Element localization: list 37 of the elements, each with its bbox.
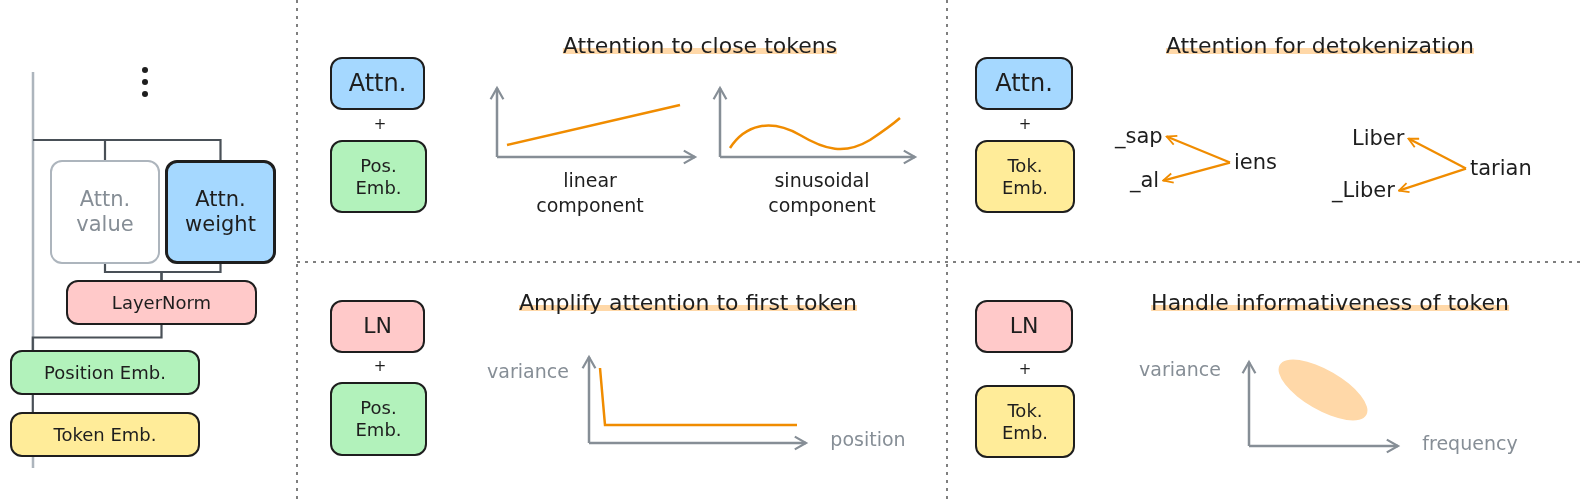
arrow [1407,137,1467,170]
chart-caption: linear component [535,168,645,218]
connector-line [31,395,34,412]
block-box: LayerNorm [66,280,257,325]
plus-sign: + [1018,115,1032,133]
block-box: Pos. Emb. [330,382,427,456]
token-text: _al [1130,168,1160,194]
axis-label: frequency [1422,432,1518,454]
block-box: Tok. Emb. [975,385,1075,458]
plus-sign: + [373,115,387,133]
plus-sign: + [1018,360,1032,378]
arrow [1162,161,1231,184]
block-box: Token Emb. [10,412,200,457]
connector-line [160,264,222,280]
connector-line [33,138,222,160]
connector-line [31,325,163,350]
axis-label: variance [487,360,569,382]
block-box: Attn. value [50,160,160,264]
axis-label: position [830,428,906,450]
token-text: Liber [1352,126,1405,152]
block-box: Attn. [330,57,425,110]
arrow [1165,134,1231,164]
block-box: Attn. [975,57,1073,110]
block-box: Pos. Emb. [330,140,427,213]
block-box: Attn. weight [165,160,276,264]
block-box: Position Emb. [10,350,200,395]
chart-caption: sinusoidal component [767,168,877,218]
token-text: _sap [1115,124,1163,150]
block-box: Tok. Emb. [975,140,1075,213]
axis-label: variance [1139,358,1221,380]
token-text: _Liber [1332,178,1395,204]
block-box: LN [975,300,1073,353]
token-text: iens [1234,150,1277,176]
arrow [1398,167,1467,194]
block-box: LN [330,300,425,353]
token-text: tarian [1470,156,1532,182]
plus-sign: + [373,357,387,375]
